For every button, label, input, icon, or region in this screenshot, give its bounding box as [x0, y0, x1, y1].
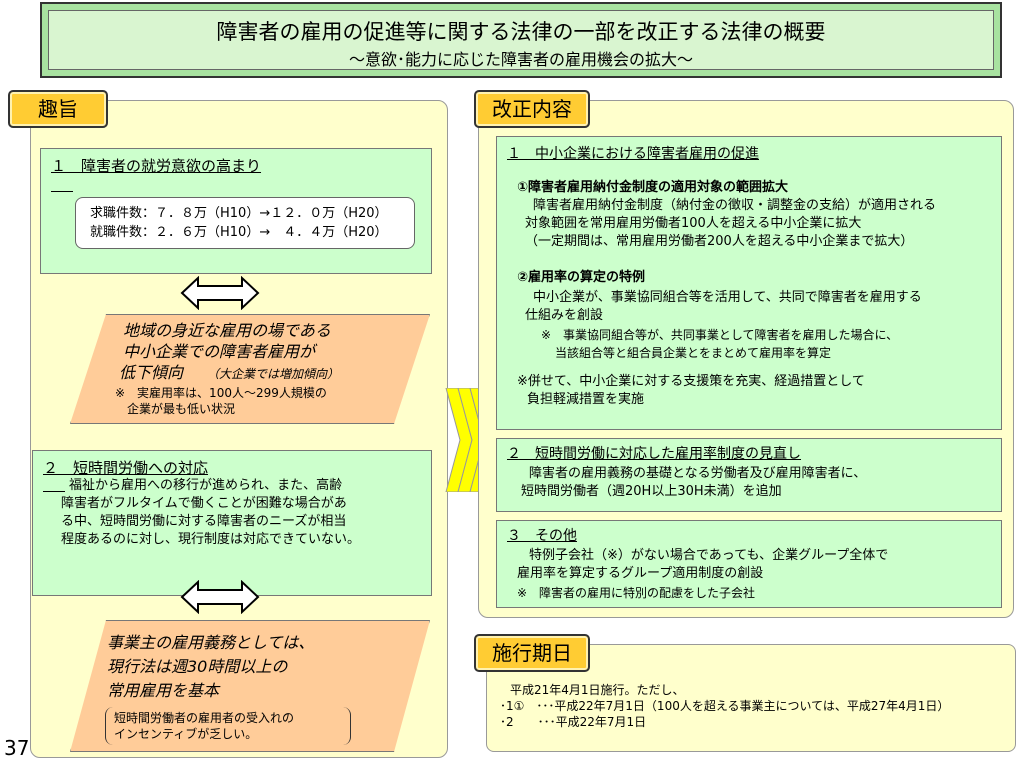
box3-line: 雇用率を算定するグループ適用制度の創設 — [517, 566, 764, 581]
stat-line: 就職件数：２．６万（H10）→ ４．４万（H20） — [90, 225, 388, 240]
orange2-note: インセンティブが乏しい。 — [114, 727, 258, 741]
section2-line: 福祉から雇用への移行が進められ、また、高齢 — [69, 478, 343, 493]
page-number: 37 — [4, 736, 30, 760]
item2-title: ②雇用率の算定の特例 — [517, 270, 646, 285]
orange-box-2: 事業主の雇用義務としては、 現行法は週30時間以上の 常用雇用を基本 短時間労働… — [70, 620, 430, 752]
kaisei-box1: １ 中小企業における障害者雇用の促進 ①障害者雇用納付金制度の適用対象の範囲拡大… — [496, 136, 1002, 430]
orange1-line: 中小企業での障害者雇用が — [123, 342, 316, 361]
section2-line: 障害者がフルタイムで働くことが困難な場合があ — [61, 496, 347, 511]
item1-line: 対象範囲を常用雇用労働者100人を超える中小企業に拡大 — [525, 216, 862, 231]
item2-line: 仕組みを創設 — [525, 308, 604, 323]
orange2-line: 現行法は週30時間以上の — [107, 657, 288, 676]
kaisei-box3: ３ その他 特例子会社（※）がない場合であっても、企業グループ全体で 雇用率を算… — [496, 520, 1002, 608]
box2-line: 短時間労働者（週20H以上30H未満）を追加 — [521, 484, 782, 499]
underscore-mark — [43, 491, 65, 492]
title-banner: 障害者の雇用の促進等に関する法律の一部を改正する法律の概要 ～意欲･能力に応じた… — [40, 2, 1002, 78]
shiko-line: ･2 ･･･平成22年7月1日 — [500, 715, 647, 729]
double-arrow-icon — [180, 580, 260, 614]
tab-shiko: 施行期日 — [474, 634, 590, 672]
section2-line: 程度あるのに対し、現行制度は対応できていない。 — [61, 532, 361, 547]
kaisei-box2-title: ２ 短時間労働に対応した雇用率制度の見直し — [507, 446, 801, 462]
kaisei-box1-title: １ 中小企業における障害者雇用の促進 — [507, 146, 759, 162]
orange2-note-bracket: 短時間労働者の雇用者の受入れの インセンティブが乏しい。 — [105, 707, 351, 745]
shiko-line: 平成21年4月1日施行。ただし、 — [510, 683, 685, 697]
item2-note: ※ 事業協同組合等が、共同事業として障害者を雇用した場合に、 — [541, 328, 899, 342]
orange2-note: 短時間労働者の雇用者の受入れの — [114, 711, 295, 725]
section2-box: ２ 短時間労働への対応 福祉から雇用への移行が進められ、また、高齢 障害者がフル… — [32, 450, 432, 596]
tab-kaisei: 改正内容 — [474, 90, 590, 128]
underscore-mark — [51, 191, 73, 192]
item2-note: 当該組合等と組合員企業とをまとめて雇用率を算定 — [555, 346, 832, 360]
orange2-line: 常用雇用を基本 — [107, 681, 220, 700]
kaisei-box3-title: ３ その他 — [507, 528, 577, 544]
page-subtitle: ～意欲･能力に応じた障害者の雇用機会の拡大～ — [348, 50, 693, 69]
section1-box: １ 障害者の就労意欲の高まり 求職件数：７．８万（H10）→１２．０万（H20）… — [40, 148, 432, 274]
section2-line: る中、短時間労働に対する障害者のニーズが相当 — [61, 514, 347, 529]
item1-line: （一定期間は、常用雇用労働者200人を超える中小企業まで拡大） — [525, 234, 914, 249]
tab-shushi: 趣旨 — [8, 90, 108, 128]
orange1-line3: 低下傾向 — [119, 363, 184, 382]
orange-box-1: 地域の身近な雇用の場である 中小企業での障害者雇用が 低下傾向 （大企業では増加… — [70, 314, 430, 424]
item1-line: 障害者雇用納付金制度（納付金の徴収・調整金の支給）が適用される — [533, 198, 937, 213]
item2-line: 中小企業が、事業協同組合等を活用して、共同で障害者を雇用する — [533, 290, 922, 305]
section1-title: １ 障害者の就労意欲の高まり — [51, 157, 262, 175]
orange1-note: 企業が最も低い状況 — [127, 402, 236, 416]
box2-line: 障害者の雇用義務の基礎となる労働者及び雇用障害者に、 — [529, 466, 867, 481]
box3-line: 特例子会社（※）がない場合であっても、企業グループ全体で — [529, 548, 889, 563]
box3-note: ※ 障害者の雇用に特別の配慮をした子会社 — [517, 586, 756, 600]
orange1-line3-note: （大企業では増加傾向） — [207, 367, 340, 381]
shiko-line: ･1① ･･･平成22年7月1日（100人を超える事業主については、平成27年4… — [500, 699, 950, 713]
orange2-line: 事業主の雇用義務としては、 — [107, 633, 315, 652]
item1-title: ①障害者雇用納付金制度の適用対象の範囲拡大 — [517, 180, 789, 195]
extra-line: ※併せて、中小企業に対する支援策を充実、経過措置として — [517, 374, 865, 389]
section2-title: ２ 短時間労働への対応 — [43, 459, 209, 477]
orange1-note: ※ 実雇用率は、100人～299人規模の — [115, 386, 327, 400]
double-arrow-icon — [180, 276, 260, 310]
page-title: 障害者の雇用の促進等に関する法律の一部を改正する法律の概要 — [216, 20, 826, 44]
orange1-line: 地域の身近な雇用の場である — [123, 321, 331, 340]
stat-line: 求職件数：７．８万（H10）→１２．０万（H20） — [90, 206, 388, 221]
kaisei-box2: ２ 短時間労働に対応した雇用率制度の見直し 障害者の雇用義務の基礎となる労働者及… — [496, 438, 1002, 512]
extra-line: 負担軽減措置を実施 — [527, 392, 645, 407]
stats-box: 求職件数：７．８万（H10）→１２．０万（H20） 就職件数：２．６万（H10）… — [75, 197, 415, 249]
